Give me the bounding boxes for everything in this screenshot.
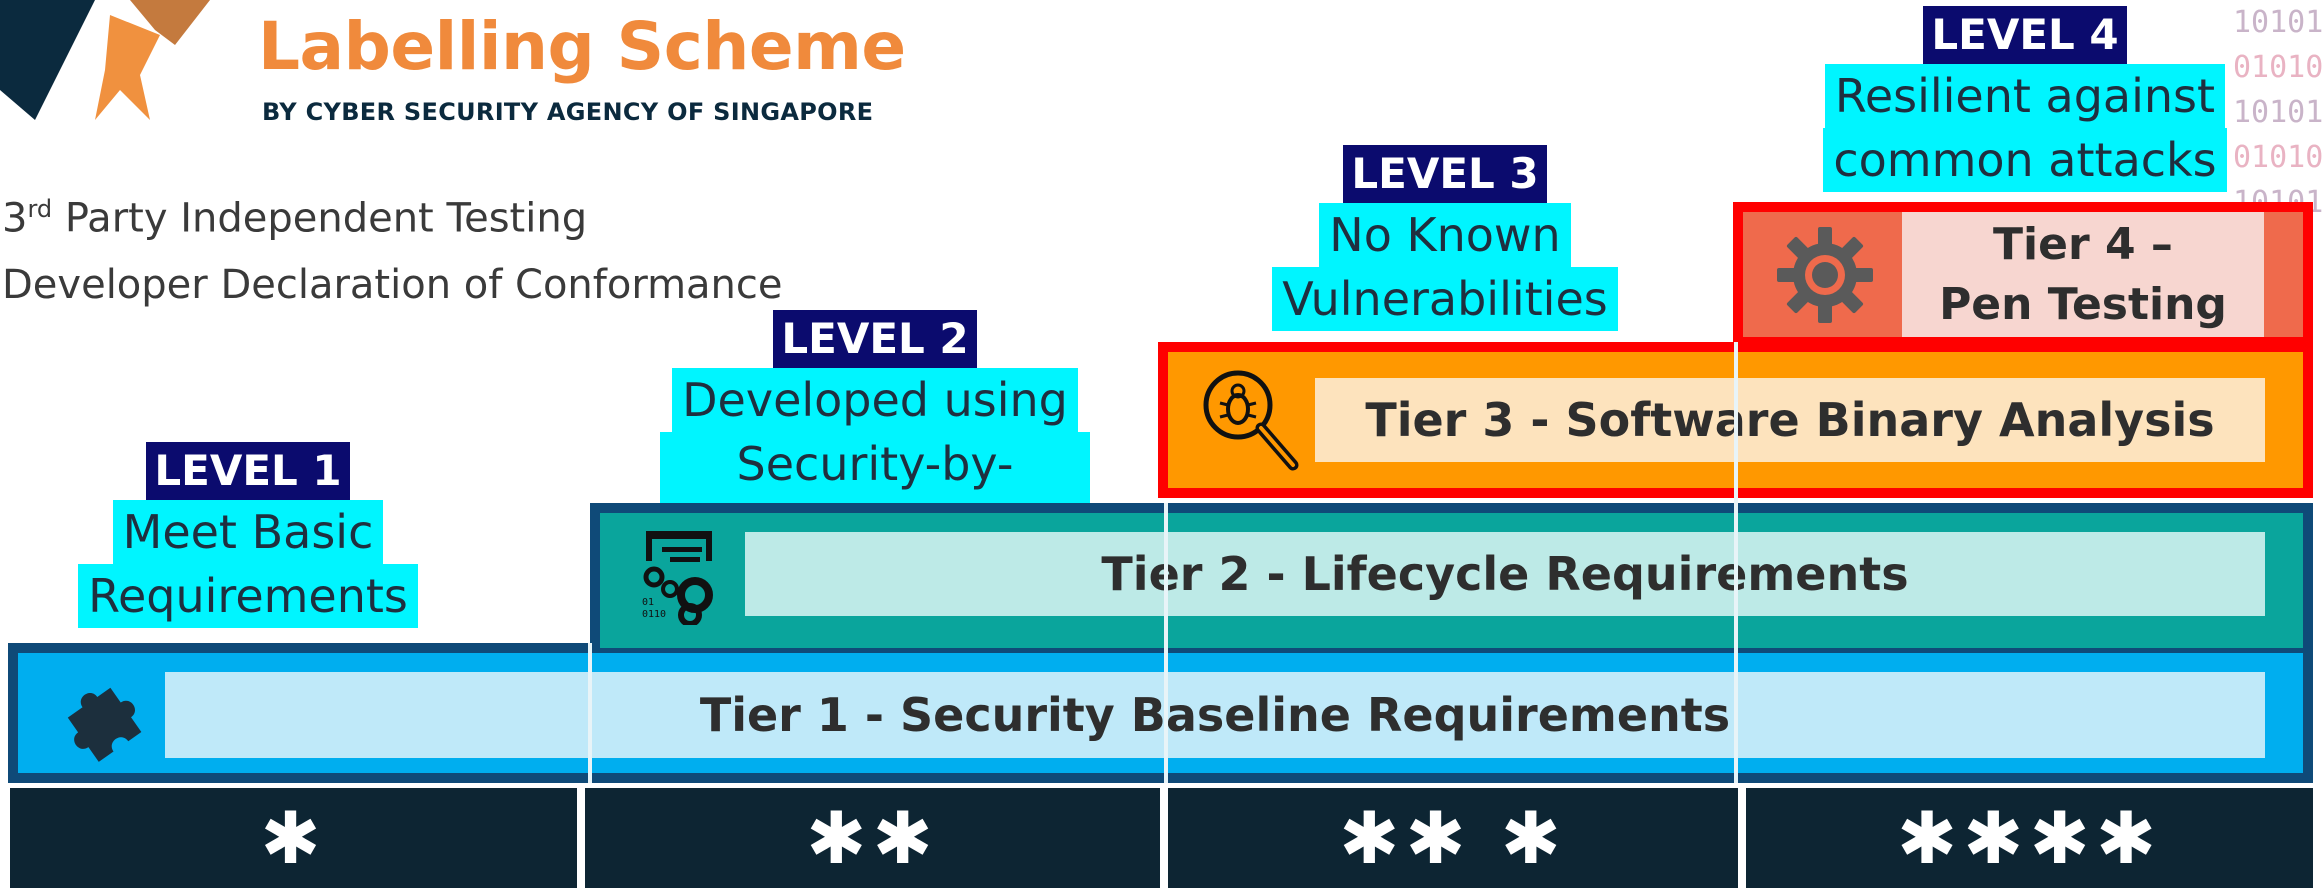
column-divider [588, 643, 592, 783]
binary-line: 01010 [2233, 50, 2323, 85]
binary-line: 10101 [2233, 5, 2323, 40]
tier-2-label: Tier 2 - Lifecycle Requirements [745, 532, 2265, 616]
star-rating-level-4: ✱✱✱✱ [1746, 788, 2313, 888]
legend-third-party: 3rd Party Independent Testing [2, 195, 587, 241]
level-4-desc-line2: common attacks [1823, 128, 2227, 192]
svg-text:01: 01 [642, 597, 654, 608]
scheme-subtitle: BY CYBER SECURITY AGENCY OF SINGAPORE [262, 98, 874, 126]
csa-logo [0, 0, 210, 120]
puzzle-piece-icon [67, 687, 142, 762]
star-rating-level-3: ✱✱ ✱ [1168, 788, 1738, 888]
column-divider [1164, 503, 1168, 783]
gear-icon [1777, 227, 1873, 323]
tier-4-label-line1: Tier 4 – [1993, 218, 2173, 270]
legend-sup: rd [27, 195, 53, 223]
scheme-title: Labelling Scheme [258, 8, 906, 85]
tier-1-label: Tier 1 - Security Baseline Requirements [165, 672, 2265, 758]
tier-3-label: Tier 3 - Software Binary Analysis [1315, 378, 2265, 462]
star-rating-level-1: ✱ [10, 788, 577, 888]
level-1-desc-line1: Meet Basic [112, 500, 384, 564]
level-3-desc-line1: No Known [1319, 203, 1571, 267]
level-2-tag: LEVEL 2 [773, 310, 977, 368]
legend-text: Party Independent Testing [52, 195, 588, 242]
level-4-label: LEVEL 4 Resilient against common attacks [1810, 6, 2240, 192]
svg-text:0110: 0110 [642, 609, 666, 620]
star-rating-level-2: ✱✱ [585, 788, 1160, 888]
bug-magnifier-icon [1203, 370, 1299, 471]
legend-developer: Developer Declaration of Conformance [2, 262, 783, 308]
level-2-desc-line1: Developed using [672, 368, 1078, 432]
legend-prefix: 3 [2, 195, 28, 242]
level-3-tag: LEVEL 3 [1343, 145, 1547, 203]
binary-decoration: 10101 01010 10101 01010 10101 [2233, 0, 2323, 225]
level-1-label: LEVEL 1 Meet Basic Requirements [78, 442, 498, 628]
level-3-desc-line2: Vulnerabilities [1272, 267, 1618, 331]
tier-4-label-line2: Pen Testing [1939, 278, 2227, 330]
column-divider [1734, 342, 1738, 783]
certificate-gears-icon: 01 0110 [642, 531, 713, 625]
level-1-desc-line2: Requirements [78, 564, 418, 628]
level-4-desc-line1: Resilient against [1824, 64, 2226, 128]
binary-line: 10101 [2233, 95, 2323, 130]
level-1-tag: LEVEL 1 [146, 442, 350, 500]
level-4-tag: LEVEL 4 [1923, 6, 2127, 64]
tier-4-label: Tier 4 – Pen Testing [1902, 212, 2264, 337]
level-3-label: LEVEL 3 No Known Vulnerabilities [1250, 145, 1640, 331]
binary-line: 01010 [2233, 140, 2323, 175]
